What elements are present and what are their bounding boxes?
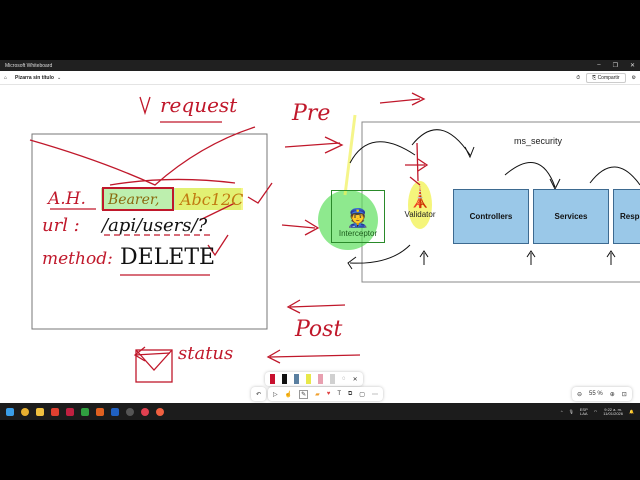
sticky-note-icon[interactable]: ▰ <box>315 391 320 398</box>
close-button[interactable]: ✕ <box>629 63 635 69</box>
whiteboard-icon[interactable] <box>111 407 119 416</box>
request-label: request <box>160 93 238 117</box>
share-icon: ⎘ <box>592 74 598 81</box>
method-label: method: <box>42 249 113 269</box>
chevron-up-icon[interactable]: ^ <box>560 408 563 414</box>
validator-label: Validator <box>404 210 436 219</box>
lang-layout: LAA <box>579 410 588 416</box>
undo-button[interactable]: ↶ <box>251 387 267 401</box>
services-box[interactable]: Services <box>533 189 609 244</box>
zoom-in-icon[interactable]: ⊕ <box>609 391 615 398</box>
interceptor-label: Interceptor <box>338 229 378 238</box>
pen-blue[interactable] <box>294 374 299 384</box>
lang: ESP <box>579 406 588 412</box>
brave-icon[interactable] <box>51 407 59 416</box>
date: 11/01/2026 <box>603 410 624 416</box>
method-value: DELETE <box>120 245 216 270</box>
fit-icon[interactable]: ⊡ <box>621 391 627 398</box>
response-box[interactable]: Resp <box>613 189 640 244</box>
post-label: Post <box>295 317 343 342</box>
request-frame <box>31 133 268 330</box>
window-title: Microsoft Whiteboard <box>5 62 53 69</box>
home-icon[interactable]: ⌂ <box>4 74 8 81</box>
validator[interactable]: 🗼 Validator <box>400 185 440 219</box>
more-icon[interactable]: ⋯ <box>371 391 378 398</box>
chevron-down-icon[interactable]: ⌄ <box>56 74 62 81</box>
control-tower-icon: 🗼 <box>407 187 433 209</box>
timer-icon[interactable]: ⏱ <box>576 74 581 81</box>
url-value: /api/users/? <box>102 215 208 236</box>
main-toolbar: ▷ ☝ ✎ ▰ ♥ T ⧉ ▢ ⋯ <box>268 387 383 401</box>
interceptor-box[interactable]: 👮 Interceptor <box>331 190 385 243</box>
highlighter-yellow[interactable] <box>306 374 311 384</box>
time: 9:22 a. m. <box>604 406 623 412</box>
reaction-icon[interactable]: ♥ <box>326 391 331 397</box>
zoom-out-icon[interactable]: ⊖ <box>577 391 583 398</box>
lasso-icon[interactable]: ◌ <box>342 376 346 382</box>
status-label: status <box>178 343 234 364</box>
settings-icon[interactable]: ⚙ <box>631 74 636 81</box>
ruler[interactable] <box>330 374 335 384</box>
document-title[interactable]: Pizarra sin título <box>15 74 54 81</box>
title-bar: Microsoft Whiteboard – ❐ ✕ <box>0 60 640 71</box>
select-icon[interactable]: ▷ <box>273 391 278 398</box>
zoom-level: 55 % <box>589 391 603 397</box>
template-icon[interactable]: ▢ <box>359 391 365 398</box>
text-icon[interactable]: T <box>337 391 341 397</box>
zoom-controls: ⊖ 55 % ⊕ ⊡ <box>572 387 632 401</box>
app-icon[interactable] <box>81 407 89 416</box>
explorer-icon[interactable] <box>36 407 44 416</box>
app-icon[interactable] <box>66 407 74 416</box>
mic-icon[interactable]: 🎙 <box>568 408 574 414</box>
pen-icon[interactable]: ✎ <box>299 389 309 399</box>
share-label: Compartir <box>597 74 620 81</box>
app-icon[interactable] <box>126 407 134 416</box>
container-title: ms_security <box>514 136 563 146</box>
share-button[interactable]: ⎘ Compartir <box>586 72 626 83</box>
ink-strokes <box>29 92 640 383</box>
notification-icon[interactable]: 🔔 <box>629 408 634 414</box>
app-header: ⌂ Pizarra sin título ⌄ ⏱ ⎘ Compartir ⚙ <box>0 71 640 85</box>
bearer-text: Bearer, <box>108 192 160 208</box>
controllers-box[interactable]: Controllers <box>453 189 529 244</box>
maximize-button[interactable]: ❐ <box>612 63 618 69</box>
clock[interactable]: 9:22 a. m.11/01/2026 <box>603 406 624 416</box>
app-icon[interactable] <box>96 407 104 416</box>
start-icon[interactable] <box>6 407 14 416</box>
validator-highlight <box>408 181 432 229</box>
url-label: url : <box>42 215 80 236</box>
ah-label: A.H. <box>48 189 86 209</box>
eraser[interactable] <box>318 374 323 384</box>
pen-black[interactable] <box>282 374 287 384</box>
token-text: Abc12C <box>180 190 244 209</box>
undo-icon: ↶ <box>256 391 262 398</box>
minimize-button[interactable]: – <box>597 62 601 68</box>
pen-tray: ◌ ✕ <box>265 372 363 386</box>
app-icon[interactable] <box>141 407 149 416</box>
guard-icon: 👮 <box>346 208 370 228</box>
whiteboard-canvas[interactable]: request Pre Post status A.H. Bearer, Abc… <box>0 85 640 403</box>
touch-icon[interactable]: ☝ <box>284 391 293 398</box>
pen-red[interactable] <box>270 374 275 384</box>
close-icon[interactable]: ✕ <box>352 376 358 383</box>
chrome-icon[interactable] <box>21 407 29 416</box>
wifi-icon[interactable]: ◠ <box>593 408 598 414</box>
interceptor-highlight <box>318 190 378 250</box>
pre-label: Pre <box>292 101 331 126</box>
shapes-icon[interactable]: ⧉ <box>348 390 353 397</box>
app-icon[interactable] <box>156 407 164 416</box>
